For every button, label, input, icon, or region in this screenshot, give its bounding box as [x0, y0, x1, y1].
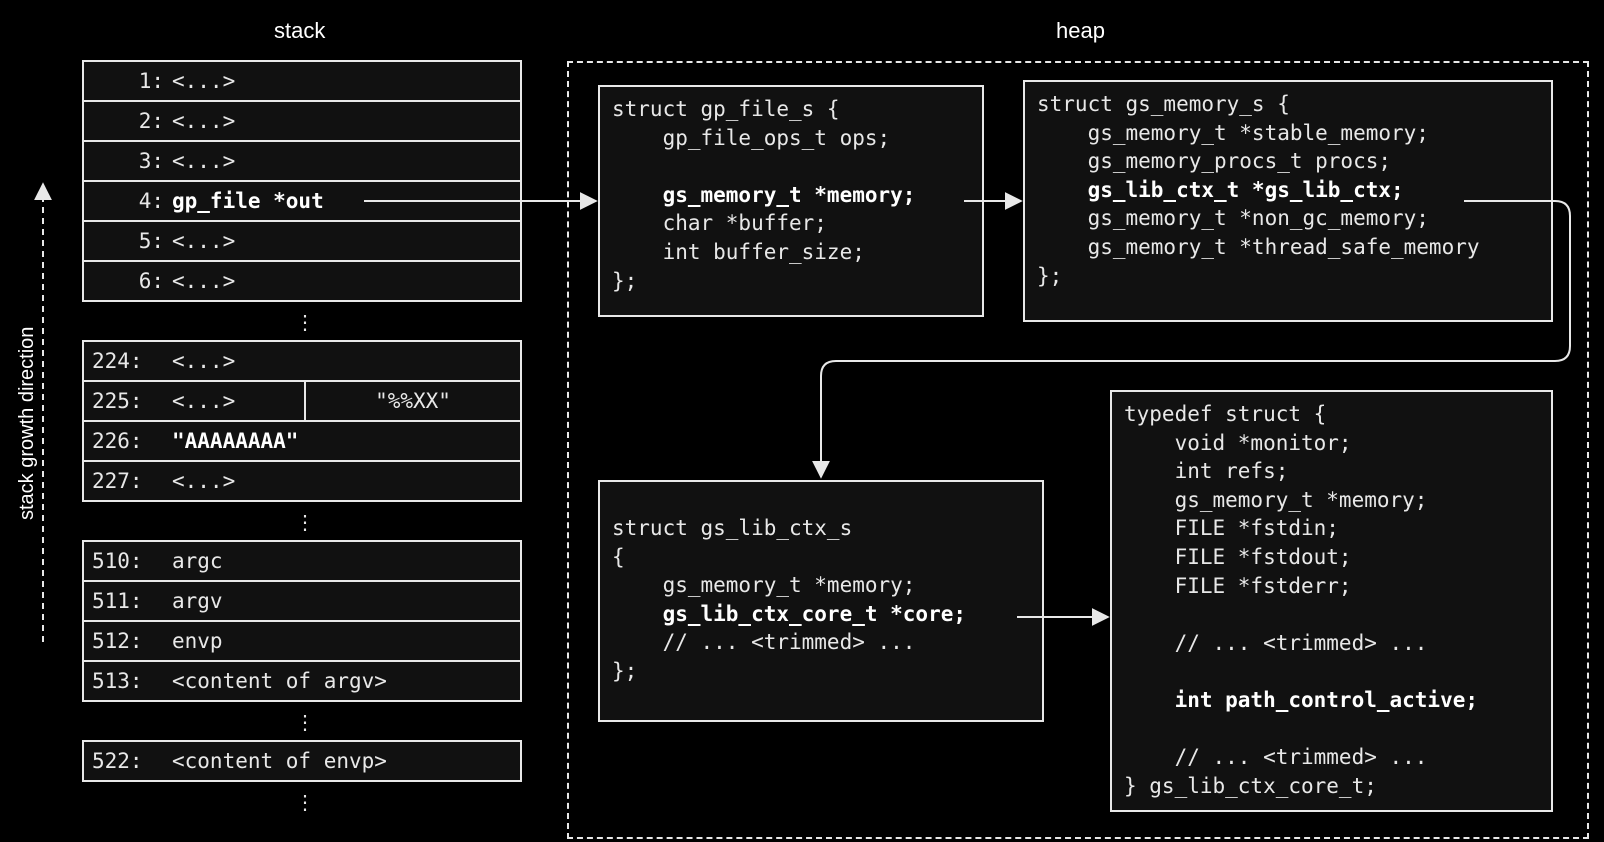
code-line: gs_memory_procs_t procs; [1037, 149, 1392, 174]
stack-group: 224:<...>225:<...>"%%XX"226:"AAAAAAAA"22… [82, 340, 522, 502]
code-line: gs_lib_ctx_core_t *core; [612, 601, 967, 626]
gs-lib-ctx-core-t-box: typedef struct { void *monitor; int refs… [1110, 390, 1553, 812]
stack-row-value: "AAAAAAAA" [172, 429, 299, 453]
stack-row-value: <...> [172, 109, 236, 133]
code-line: // ... <trimmed> ... [612, 630, 916, 655]
code-line: } gs_lib_ctx_core_t; [1124, 773, 1377, 798]
code-line: // ... <trimmed> ... [1124, 745, 1428, 770]
struct-gp-file-s-box: struct gp_file_s { gp_file_ops_t ops; gs… [598, 85, 984, 317]
stack-row-index: 4: [138, 189, 164, 213]
code-line: struct gs_memory_s { [1037, 92, 1290, 116]
stack-row-value: <...> [172, 269, 236, 293]
stack-row-index: 513: [92, 669, 143, 693]
code-line: FILE *fstderr; [1124, 573, 1352, 598]
stack-row-index: 510: [92, 549, 143, 573]
stack-row-index: 227: [92, 469, 143, 493]
stack-row: 2: <...> [84, 102, 520, 142]
stack-row-index: 522: [92, 749, 143, 773]
code-line: gs_memory_t *memory; [612, 182, 916, 207]
stack-row-value: <content of envp> [172, 749, 387, 773]
stack-row-value: <...> [172, 389, 236, 413]
stack-row-index: 3: [138, 149, 164, 173]
stack-row: 225: <...> "%%XX" [84, 382, 520, 422]
stack-group: 522: <content of envp> [82, 740, 522, 782]
code-line: struct gp_file_s { [612, 97, 840, 121]
stack-row: 6: <...> [84, 262, 520, 300]
code-line: gs_memory_t *memory; [612, 573, 916, 598]
code-line: gs_memory_t *memory; [1124, 487, 1428, 512]
code-line: void *monitor; [1124, 430, 1352, 455]
stack-row-value: gp_file *out [172, 189, 324, 213]
stack-row: 1: <...> [84, 62, 520, 102]
code-line: FILE *fstdout; [1124, 544, 1352, 569]
stack-row-value: <...> [172, 469, 236, 493]
code-line: int buffer_size; [612, 239, 865, 264]
code-line: }; [612, 658, 638, 683]
code-line: gs_memory_t *non_gc_memory; [1037, 206, 1429, 231]
stack-row-index: 226: [92, 429, 143, 453]
stack-row-value: argv [172, 589, 223, 613]
code-line: typedef struct { [1124, 402, 1327, 426]
struct-gs-lib-ctx-s-box: struct gs_lib_ctx_s { gs_memory_t *memory… [598, 480, 1044, 722]
stack-row-index: 512: [92, 629, 143, 653]
arrow-gs-lib-ctx-to-gs-lib-ctx-s [812, 200, 1571, 479]
stack-row: 513: <content of argv> [84, 662, 520, 700]
code-line: FILE *fstdin; [1124, 516, 1339, 541]
stack-row-value: <...> [172, 349, 236, 373]
stack-row-index: 1: [138, 69, 164, 93]
heap-heading: heap [1056, 18, 1105, 43]
stack-row-value: <...> [172, 149, 236, 173]
heap-region [567, 61, 1589, 839]
stack-row-index: 5: [138, 229, 164, 253]
code-line: gs_memory_t *stable_memory; [1037, 120, 1429, 145]
code-line: // ... <trimmed> ... [1124, 630, 1428, 655]
stack-row: 3: <...> [84, 142, 520, 182]
stack-row: 511: argv [84, 582, 520, 622]
code-line: { [612, 544, 625, 569]
code-line: }; [612, 268, 638, 293]
code-line: gp_file_ops_t ops; [612, 125, 891, 150]
stack-row-value: <...> [172, 69, 236, 93]
stack-row: 227: <...> [84, 462, 520, 500]
stack-row-value: envp [172, 629, 223, 653]
stack-row-value: <...> [172, 229, 236, 253]
code-line: }; [1037, 263, 1063, 288]
code-line: gs_memory_t *thread_safe_memory [1037, 234, 1480, 259]
stack-row-value: <content of argv> [172, 669, 387, 693]
stack-row: 224: <...> [84, 342, 520, 382]
stack-row-value: argc [172, 549, 223, 573]
stack-row-index: 2: [138, 109, 164, 133]
stack-row-index: 6: [138, 269, 164, 293]
code-line: gs_lib_ctx_t *gs_lib_ctx; [1037, 177, 1404, 202]
code-line: int path_control_active; [1124, 687, 1479, 712]
stack-group: 510: argc 511: argv 512: envp 513: <content of … [82, 540, 522, 702]
code-line: char *buffer; [612, 211, 827, 236]
stack-row: 512: envp [84, 622, 520, 662]
stack-row: 5: <...> [84, 222, 520, 262]
stack-row: 226: "AAAAAAAA" [84, 422, 520, 462]
stack-heading: stack [274, 18, 326, 43]
code-line: struct gs_lib_ctx_s [612, 516, 853, 540]
stack-row-index: 225: [92, 389, 143, 413]
stack-row: 522: <content of envp> [84, 742, 520, 780]
stack-row-index: 511: [92, 589, 143, 613]
stack-row: 510: argc [84, 542, 520, 582]
stack-row-extra-cell: "%%XX" [304, 382, 520, 420]
code-line: int refs; [1124, 459, 1289, 484]
stack-row-index: 224: [92, 349, 143, 373]
